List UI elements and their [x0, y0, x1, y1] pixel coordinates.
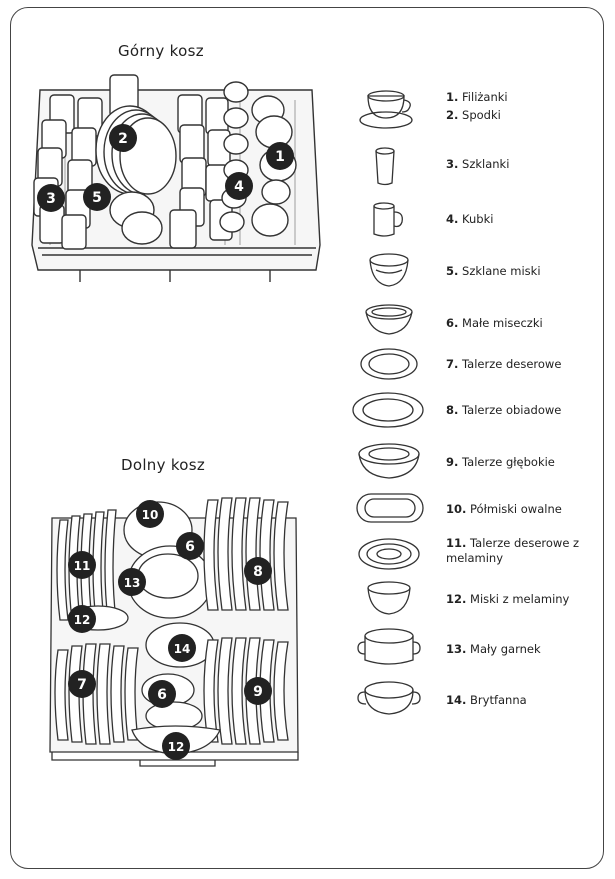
mug-icon	[373, 202, 403, 237]
svg-text:14: 14	[174, 642, 191, 656]
legend-item-6: 6. Małe miseczki	[446, 316, 543, 330]
upper-basket-illustration: 1 2 3 4 5	[31, 74, 321, 282]
svg-text:12: 12	[74, 613, 91, 627]
svg-text:4: 4	[234, 179, 244, 195]
lower-basket-illustration: 10 6 11 8 13 12 14 7 6 9 12	[49, 497, 299, 767]
melamine-plate-icon	[358, 538, 420, 570]
page-frame	[10, 7, 604, 869]
legend-item-10: 10. Półmiski owalne	[446, 502, 562, 516]
legend-item-2: 2. Spodki	[446, 108, 501, 122]
upper-badge-1: 1	[266, 142, 294, 170]
lower-badge-6-bottom: 6	[148, 680, 176, 708]
lower-badge-8: 8	[244, 557, 272, 585]
lower-badge-12-bottom: 12	[162, 732, 190, 760]
lower-badge-11: 11	[68, 551, 96, 579]
melamine-bowl-icon	[367, 581, 411, 615]
svg-text:1: 1	[275, 149, 285, 165]
lower-badge-9: 9	[244, 677, 272, 705]
svg-text:2: 2	[118, 131, 128, 147]
upper-badge-5: 5	[83, 183, 111, 211]
svg-text:6: 6	[185, 539, 195, 555]
lower-badge-7: 7	[68, 670, 96, 698]
legend-item-5: 5. Szklane miski	[446, 264, 541, 278]
legend-item-9: 9. Talerze głębokie	[446, 455, 555, 469]
svg-text:12: 12	[168, 740, 185, 754]
glass-bowl-icon	[369, 253, 409, 287]
dessert-plate-icon	[360, 348, 418, 380]
legend-item-7: 7. Talerze deserowe	[446, 357, 562, 371]
legend-item-12: 12. Miski z melaminy	[446, 592, 570, 606]
lower-badge-12-top: 12	[68, 605, 96, 633]
legend-item-1: 1. Filiżanki	[446, 90, 508, 104]
upper-badge-2: 2	[109, 124, 137, 152]
lower-badge-6-top: 6	[176, 532, 204, 560]
svg-text:11: 11	[74, 559, 91, 573]
upper-badge-3: 3	[37, 184, 65, 212]
glass-icon	[375, 147, 395, 186]
small-pot-icon	[357, 628, 421, 665]
upper-badge-4: 4	[225, 172, 253, 200]
svg-text:3: 3	[46, 191, 56, 207]
svg-text:9: 9	[253, 684, 263, 700]
svg-text:10: 10	[142, 508, 159, 522]
legend-item-8: 8. Talerze obiadowe	[446, 403, 562, 417]
legend-item-3: 3. Szklanki	[446, 157, 510, 171]
cup-icon	[359, 90, 413, 129]
legend-item-11: 11. Talerze deserowe z melaminy	[446, 536, 580, 565]
svg-text:6: 6	[157, 687, 167, 703]
legend-item-4: 4. Kubki	[446, 212, 494, 226]
oval-platter-icon	[356, 493, 424, 523]
dinner-plate-icon	[352, 392, 424, 428]
upper-basket-title: Górny kosz	[118, 42, 204, 60]
roasting-pan-icon	[357, 681, 421, 715]
svg-text:7: 7	[77, 677, 87, 693]
svg-text:13: 13	[124, 576, 141, 590]
lower-badge-14: 14	[168, 634, 196, 662]
legend-item-14: 14. Brytfanna	[446, 693, 527, 707]
deep-plate-icon	[358, 443, 420, 479]
legend-item-13: 13. Mały garnek	[446, 642, 541, 656]
svg-text:8: 8	[253, 564, 263, 580]
svg-text:5: 5	[92, 190, 102, 206]
small-bowl-icon	[365, 304, 413, 335]
lower-badge-13: 13	[118, 568, 146, 596]
lower-badge-10: 10	[136, 500, 164, 528]
lower-basket-title: Dolny kosz	[121, 456, 206, 474]
